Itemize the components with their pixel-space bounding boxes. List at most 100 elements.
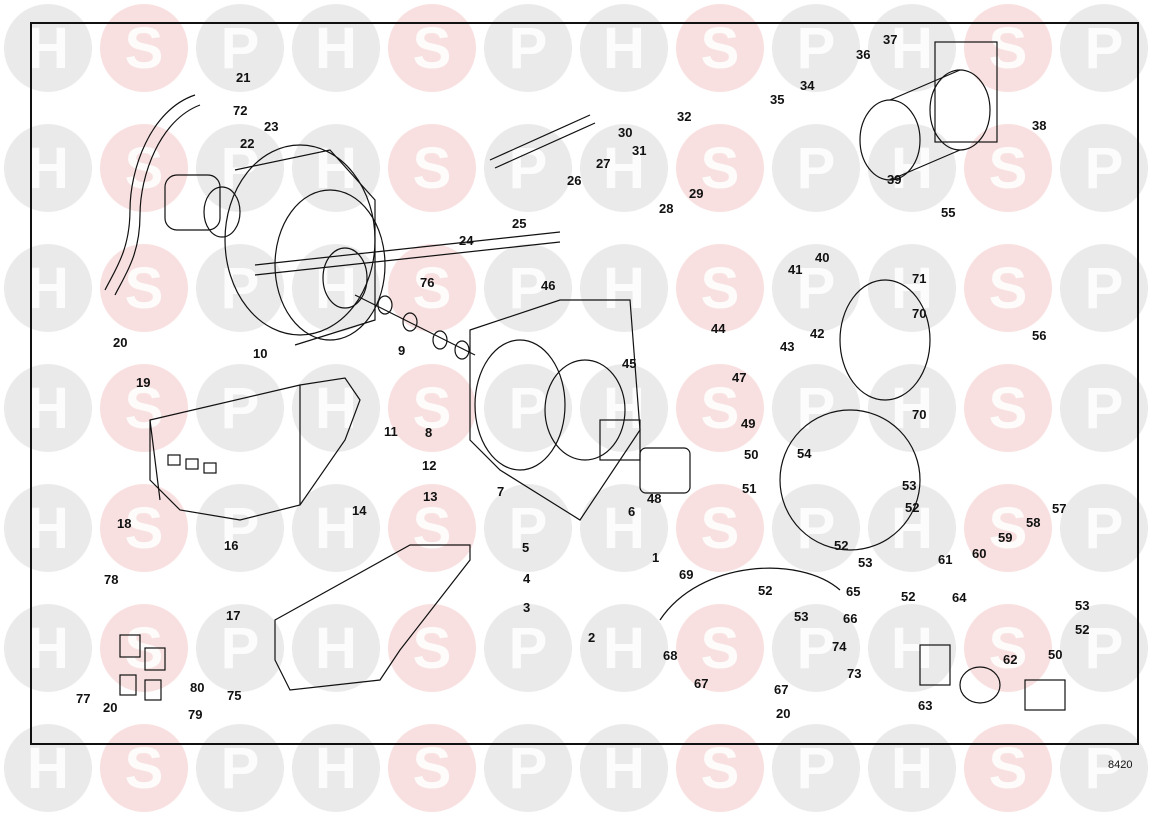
watermark-disc — [4, 124, 92, 212]
part-callout-59: 59 — [998, 530, 1012, 545]
watermark-disc — [580, 244, 668, 332]
watermark-letter: S — [701, 496, 740, 561]
part-callout-66: 66 — [843, 611, 857, 626]
watermark-disc — [4, 4, 92, 92]
part-callout-6: 6 — [628, 504, 635, 519]
watermark-disc — [772, 244, 860, 332]
watermark-disc — [1060, 124, 1148, 212]
watermark-disc — [484, 724, 572, 812]
watermark-letter: S — [125, 736, 164, 801]
watermark-letter: P — [797, 376, 836, 441]
part-callout-1: 1 — [652, 550, 659, 565]
part-callout-67: 67 — [694, 676, 708, 691]
watermark-disc — [292, 4, 380, 92]
watermark-disc — [292, 724, 380, 812]
part-callout-35: 35 — [770, 92, 784, 107]
part-callout-46: 46 — [541, 278, 555, 293]
part-callout-70: 70 — [912, 407, 926, 422]
watermark-letter: S — [413, 496, 452, 561]
watermark-letter: P — [1085, 16, 1124, 81]
part-callout-7: 7 — [497, 484, 504, 499]
watermark-letter: P — [797, 256, 836, 321]
part-callout-14: 14 — [352, 503, 367, 518]
watermark-letter: S — [701, 376, 740, 441]
watermark-letter: S — [989, 16, 1028, 81]
watermark-disc — [868, 724, 956, 812]
part-callout-49: 49 — [741, 416, 755, 431]
part-callout-72: 72 — [233, 103, 247, 118]
watermark-letter: H — [891, 736, 933, 801]
part-callout-20: 20 — [103, 700, 117, 715]
watermark-letter: P — [509, 736, 548, 801]
watermark-disc — [388, 484, 476, 572]
part-callout-53: 53 — [794, 609, 808, 624]
part-callout-61: 61 — [938, 552, 952, 567]
part-callout-52: 52 — [758, 583, 772, 598]
part-callout-22: 22 — [240, 136, 254, 151]
watermark-disc — [964, 244, 1052, 332]
watermark-disc — [484, 244, 572, 332]
diagram-reference-number: 8420 — [1108, 759, 1133, 771]
watermark-disc — [196, 4, 284, 92]
watermark-disc — [196, 604, 284, 692]
watermark-letter: H — [891, 496, 933, 561]
watermark-disc — [772, 724, 860, 812]
watermark-disc — [292, 124, 380, 212]
watermark-disc — [580, 484, 668, 572]
watermark-letter: H — [315, 376, 357, 441]
watermark-letter: P — [797, 736, 836, 801]
part-callout-20: 20 — [776, 706, 790, 721]
watermark-letter: P — [221, 496, 260, 561]
watermark-letter: H — [27, 376, 69, 441]
burner-housing — [469, 299, 641, 521]
watermark-letter: P — [1085, 376, 1124, 441]
watermark-letter: S — [701, 136, 740, 201]
watermark-disc — [964, 724, 1052, 812]
part-callout-25: 25 — [512, 216, 526, 231]
part-callout-30: 30 — [618, 125, 632, 140]
part-callout-18: 18 — [117, 516, 131, 531]
part-callout-53: 53 — [858, 555, 872, 570]
watermark-disc — [292, 364, 380, 452]
watermark-disc — [100, 364, 188, 452]
watermark-disc — [580, 604, 668, 692]
part-callout-13: 13 — [423, 489, 437, 504]
watermark-disc — [4, 724, 92, 812]
watermark-disc — [100, 724, 188, 812]
watermark-letter: S — [413, 736, 452, 801]
watermark-letter: S — [989, 736, 1028, 801]
part-callout-78: 78 — [104, 572, 118, 587]
part-callout-57: 57 — [1052, 501, 1066, 516]
watermark-letter: P — [1085, 256, 1124, 321]
watermark-letter: P — [509, 616, 548, 681]
part-callout-41: 41 — [788, 262, 802, 277]
watermark-disc — [196, 484, 284, 572]
part-callout-70: 70 — [912, 306, 926, 321]
part-callout-2: 2 — [588, 630, 595, 645]
watermark-letter: S — [989, 136, 1028, 201]
watermark-disc — [772, 484, 860, 572]
watermark-disc — [388, 244, 476, 332]
part-callout-5: 5 — [522, 540, 529, 555]
burner-cover — [149, 377, 361, 521]
watermark-letter: P — [797, 136, 836, 201]
part-callout-63: 63 — [918, 698, 932, 713]
part-callout-53: 53 — [1075, 598, 1089, 613]
watermark-letter: H — [315, 16, 357, 81]
watermark-letter: H — [891, 16, 933, 81]
watermark-disc — [676, 4, 764, 92]
watermark-disc — [1060, 604, 1148, 692]
part-callout-8: 8 — [425, 425, 432, 440]
watermark-disc — [868, 484, 956, 572]
watermark-disc — [772, 124, 860, 212]
part-callout-48: 48 — [647, 491, 661, 506]
watermark-letter: H — [891, 376, 933, 441]
watermark-letter: H — [27, 256, 69, 321]
watermark-letter: H — [603, 616, 645, 681]
watermark-letter: S — [413, 376, 452, 441]
part-callout-19: 19 — [136, 375, 150, 390]
watermark-disc — [676, 364, 764, 452]
watermark-letter: H — [891, 136, 933, 201]
watermark-letter: P — [509, 16, 548, 81]
